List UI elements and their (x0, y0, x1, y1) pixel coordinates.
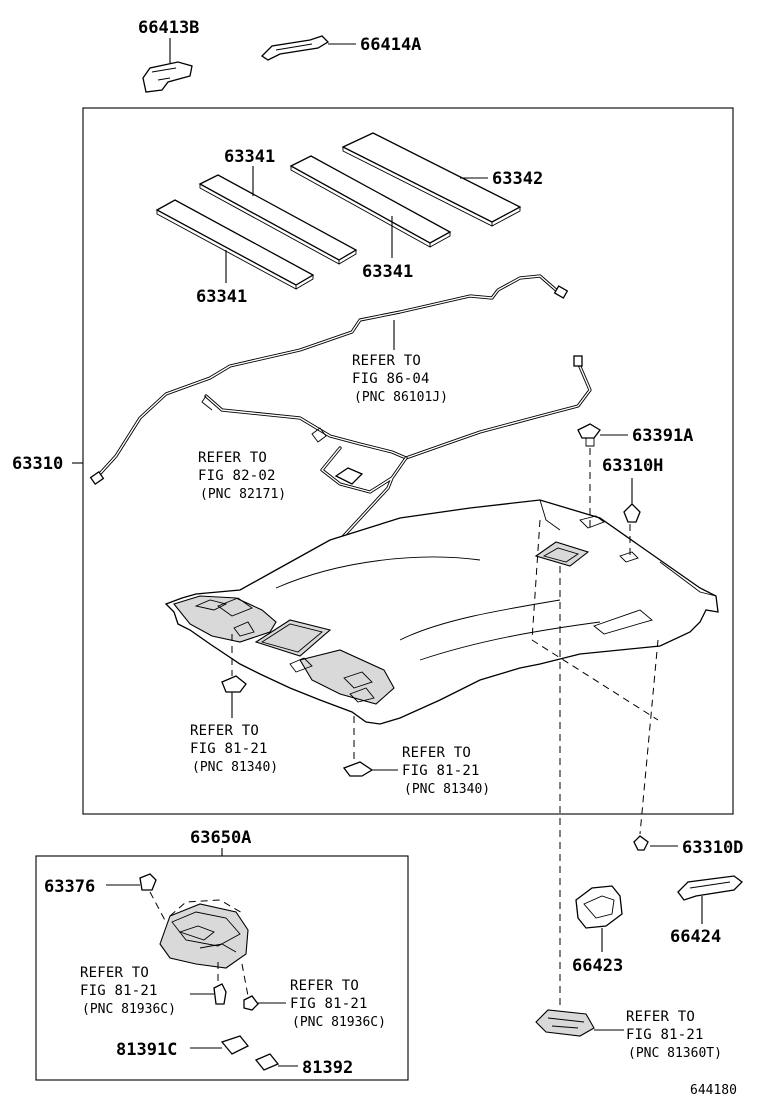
refer-81340-center-line2: FIG 81-21 (402, 763, 480, 779)
refer-82-02-line2: FIG 82-02 (198, 468, 276, 484)
dash-81936C-right (241, 963, 249, 997)
sunvisor-bracket-66414A[interactable] (260, 35, 330, 61)
lens-81392[interactable] (254, 1053, 280, 1071)
part-66423-label: 66423 (572, 956, 623, 976)
refer-81936C-left-line1: REFER TO (80, 965, 149, 981)
refer-81340-left-line1: REFER TO (190, 723, 259, 739)
wire-harness-86-04[interactable] (89, 274, 569, 486)
silencer-pad-63342[interactable] (341, 132, 522, 227)
part-63310D-label: 63310D (682, 838, 743, 858)
clip-81340-center[interactable] (342, 761, 374, 777)
silencer-pad-63341-left[interactable] (155, 199, 315, 290)
part-66414A-label: 66414A (360, 35, 421, 55)
part-63310-label: 63310 (12, 454, 63, 474)
map-lamp-assy[interactable] (159, 899, 249, 969)
silencer-pad-63341-center[interactable] (198, 174, 358, 265)
bulb-81936C-right[interactable] (243, 995, 259, 1011)
sunvisor-bracket-66424[interactable] (677, 875, 743, 901)
part-63650A-label: 63650A (190, 828, 251, 848)
dash-63376 (149, 891, 169, 927)
part-81391C-label: 81391C (116, 1040, 177, 1060)
refer-81360T-line3: (PNC 81360T) (628, 1046, 722, 1061)
refer-82-02-line1: REFER TO (198, 450, 267, 466)
silencer-pad-63341-right[interactable] (289, 155, 452, 248)
dash-rear-bracket (531, 519, 541, 641)
refer-81936C-right-line1: REFER TO (290, 978, 359, 994)
part-66424-label: 66424 (670, 927, 721, 947)
clip-81340-left[interactable] (221, 675, 247, 693)
refer-81340-center-line3: (PNC 81340) (404, 782, 490, 797)
roof-headlining-63310[interactable] (164, 499, 719, 725)
part-63391A-label: 63391A (632, 426, 693, 446)
refer-81936C-right-line3: (PNC 81936C) (292, 1015, 386, 1030)
part-63342-label: 63342 (492, 169, 543, 189)
refer-81360T-line1: REFER TO (626, 1009, 695, 1025)
refer-81340-center-line1: REFER TO (402, 745, 471, 761)
refer-81360T-line2: FIG 81-21 (626, 1027, 704, 1043)
part-63341-bot-label: 63341 (196, 287, 247, 307)
main-frame (82, 107, 734, 815)
part-66413B-label: 66413B (138, 18, 199, 38)
refer-81936C-right-line2: FIG 81-21 (290, 996, 368, 1012)
part-63341-mid-label: 63341 (362, 262, 413, 282)
figure-number: 644180 (690, 1083, 737, 1098)
refer-81936C-left-line3: (PNC 81936C) (82, 1002, 176, 1017)
clip-63391A[interactable] (577, 423, 601, 447)
sunvisor-holder-66413B[interactable] (142, 61, 193, 93)
refer-81936C-left-line2: FIG 81-21 (80, 983, 158, 999)
screw-63376[interactable] (139, 873, 157, 891)
part-63310H-label: 63310H (602, 456, 663, 476)
refer-82-02-line3: (PNC 82171) (200, 487, 286, 502)
clip-63310H[interactable] (623, 503, 641, 523)
part-81392-label: 81392 (302, 1058, 353, 1078)
refer-86-04-line1: REFER TO (352, 353, 421, 369)
part-63376-label: 63376 (44, 877, 95, 897)
refer-81340-left-line3: (PNC 81340) (192, 760, 278, 775)
refer-86-04-line2: FIG 86-04 (352, 371, 430, 387)
bulb-81936C-left[interactable] (213, 983, 227, 1005)
clip-63310D[interactable] (633, 835, 649, 851)
sunvisor-holder-66423[interactable] (575, 885, 623, 929)
part-63341-top-label: 63341 (224, 147, 275, 167)
dash-63310D (639, 639, 659, 835)
refer-81340-left-line2: FIG 81-21 (190, 741, 268, 757)
lens-81391C[interactable] (220, 1035, 250, 1055)
refer-86-04-line3: (PNC 86101J) (354, 390, 448, 405)
dash-rear-lower (531, 639, 659, 721)
room-lamp-81360T[interactable] (535, 1009, 595, 1037)
